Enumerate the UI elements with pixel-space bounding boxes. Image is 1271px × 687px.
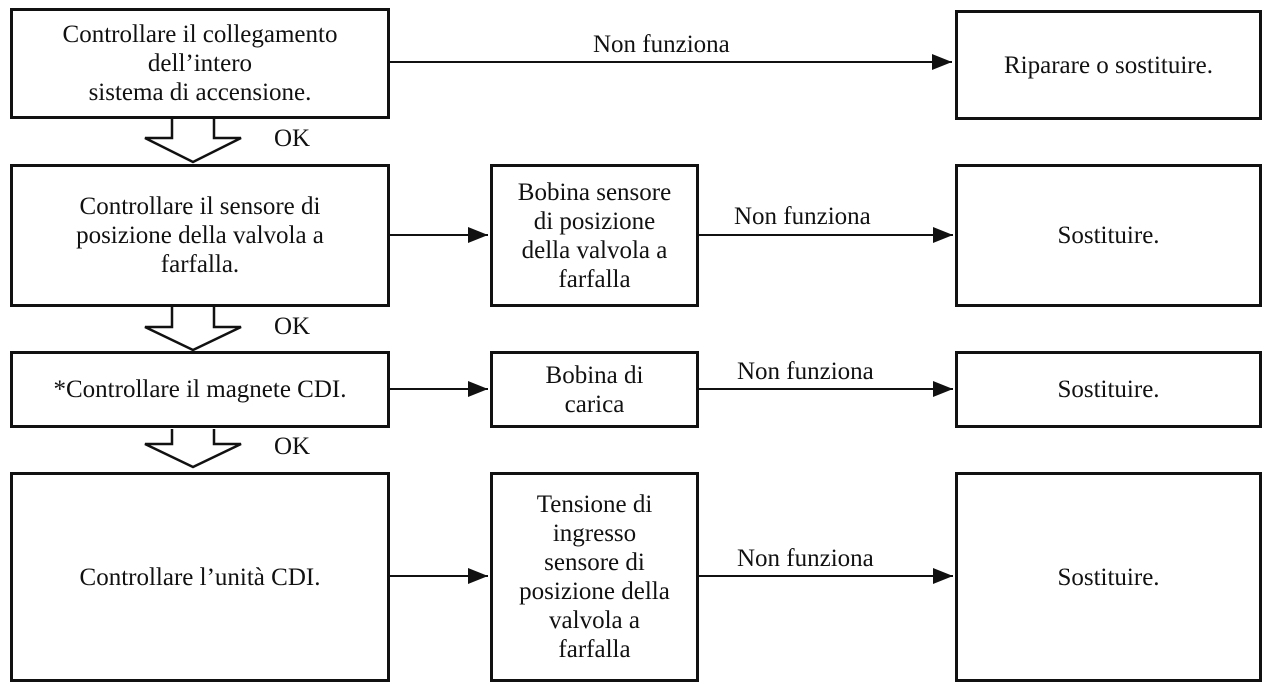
fail-label-row4: Non funziona	[737, 545, 874, 572]
sensor-input-voltage-text: Tensione di ingresso sensore di posizion…	[519, 491, 670, 663]
check-cdi-unit-text: Controllare l’unità CDI.	[79, 563, 321, 591]
check-cdi-unit-box: Controllare l’unità CDI.	[10, 472, 390, 682]
ok-arrow-1	[144, 118, 242, 164]
sensor-input-voltage-box: Tensione di ingresso sensore di posizion…	[490, 472, 699, 682]
check-throttle-sensor-text: Controllare il sensore di posizione dell…	[76, 193, 324, 278]
repair-or-replace-box: Riparare o sostituire.	[955, 10, 1262, 120]
charge-coil-box: Bobina di carica	[490, 351, 699, 428]
replace-box-row4: Sostituire.	[955, 472, 1262, 682]
check-ignition-system-text: Controllare il collegamento dell’intero …	[62, 21, 338, 106]
ok-arrow-3	[144, 429, 242, 469]
fail-label-row2: Non funziona	[734, 203, 871, 230]
charge-coil-text: Bobina di carica	[545, 361, 644, 418]
throttle-sensor-coil-box: Bobina sensore di posizione della valvol…	[490, 164, 699, 307]
fail-label-row3: Non funziona	[737, 358, 874, 385]
replace-text-row2: Sostituire.	[1057, 222, 1160, 249]
fail-label-row1: Non funziona	[593, 31, 730, 58]
ok-label-1: OK	[274, 125, 311, 152]
replace-text-row4: Sostituire.	[1057, 563, 1160, 591]
check-ignition-system-box: Controllare il collegamento dell’intero …	[10, 8, 390, 119]
check-cdi-magnet-box: *Controllare il magnete CDI.	[10, 351, 390, 428]
replace-text-row3: Sostituire.	[1057, 376, 1160, 403]
repair-or-replace-text: Riparare o sostituire.	[1004, 51, 1213, 79]
throttle-sensor-coil-text: Bobina sensore di posizione della valvol…	[517, 178, 672, 293]
replace-box-row2: Sostituire.	[955, 164, 1262, 307]
check-throttle-sensor-box: Controllare il sensore di posizione dell…	[10, 164, 390, 307]
check-cdi-magnet-text: *Controllare il magnete CDI.	[53, 376, 347, 403]
ok-arrow-2	[144, 307, 242, 352]
ok-label-2: OK	[274, 313, 311, 340]
ok-label-3: OK	[274, 433, 311, 460]
replace-box-row3: Sostituire.	[955, 351, 1262, 428]
